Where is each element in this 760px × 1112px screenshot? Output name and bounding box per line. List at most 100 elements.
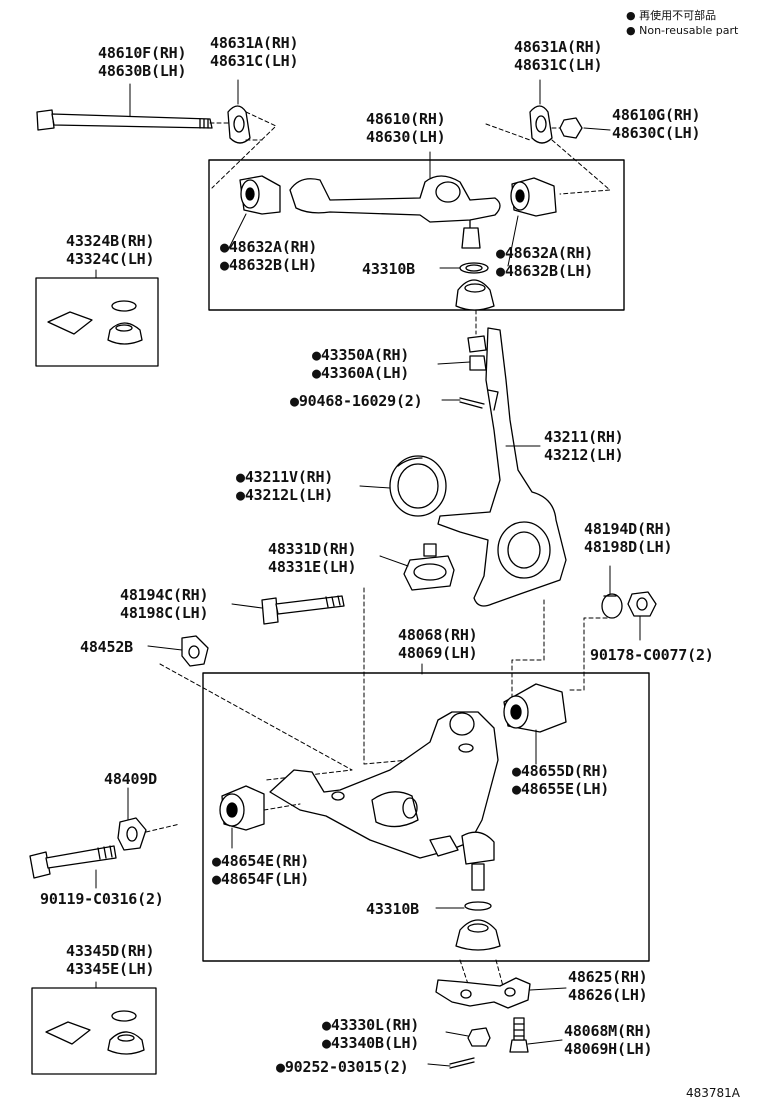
upper-arm-frame <box>208 159 625 311</box>
label-48610g-line2: 48630C(LH) <box>612 124 701 142</box>
label-48654e-line1: ●48654E(RH) <box>212 852 310 870</box>
label-48631a-left-line1: 48631A(RH) <box>210 34 299 52</box>
label-43350a: ●43350A(RH)●43360A(LH) <box>312 346 409 382</box>
label-48409d-line1: 48409D <box>104 770 157 788</box>
label-48655d-line2: ●48655E(LH) <box>512 780 610 798</box>
label-48194d-line2: 48198D(LH) <box>584 538 673 556</box>
legend-text-jp: 再使用不可部品 <box>639 9 717 22</box>
lower-bushing-front-drawing <box>219 785 265 831</box>
label-43330l-line2: ●43340B(LH) <box>322 1034 420 1052</box>
label-48632a-right-line1: ●48632A(RH) <box>496 244 594 262</box>
label-43211-line1: 43211(RH) <box>544 428 624 446</box>
label-48610-line1: 48610(RH) <box>366 110 446 128</box>
label-90252-line1: ●90252-03015(2) <box>276 1058 409 1076</box>
label-48625-line1: 48625(RH) <box>568 968 648 986</box>
label-43324b-line1: 43324B(RH) <box>66 232 155 250</box>
label-48331d: 48331D(RH)48331E(LH) <box>268 540 357 576</box>
label-43350a-line1: ●43350A(RH) <box>312 346 410 364</box>
bolt-48068m-drawing <box>509 1017 529 1053</box>
label-48452b: 48452B <box>80 638 133 656</box>
lower-bushing-rear-drawing <box>503 683 567 733</box>
upper-bushing-left-drawing <box>239 175 281 215</box>
legend-line-jp: ● 再使用不可部品 <box>626 8 738 23</box>
label-90468: ●90468-16029(2) <box>290 392 423 410</box>
label-48194c-line2: 48198C(LH) <box>120 604 209 622</box>
legend-text-en: Non-reusable part <box>639 24 739 37</box>
label-48625-line2: 48626(LH) <box>568 986 648 1004</box>
label-48632a-left: ●48632A(RH)●48632B(LH) <box>220 238 317 274</box>
upper-boot-kit-frame <box>35 269 159 367</box>
upper-arm-drawing <box>289 175 501 236</box>
knuckle-dashed-leaders <box>159 587 615 781</box>
label-43345d-line1: 43345D(RH) <box>66 942 155 960</box>
label-90252: ●90252-03015(2) <box>276 1058 409 1076</box>
cotter-pin-drawing <box>459 397 485 409</box>
label-48654e-line2: ●48654F(LH) <box>212 870 310 888</box>
label-48610f-line1: 48610F(RH) <box>98 44 187 62</box>
upper-arm-bolt-drawing <box>36 109 213 131</box>
dust-seal-drawing <box>389 455 447 517</box>
steering-knuckle-drawing <box>437 327 567 607</box>
label-leader-lines <box>95 79 641 1067</box>
label-43345d: 43345D(RH)43345E(LH) <box>66 942 155 978</box>
label-48068m: 48068M(RH)48069H(LH) <box>564 1022 653 1058</box>
label-90178-line1: 90178-C0077(2) <box>590 646 714 664</box>
label-48068m-line2: 48069H(LH) <box>564 1040 653 1058</box>
lower-arm-drawing <box>269 711 499 859</box>
castle-nut-drawing <box>467 335 487 371</box>
label-48068-line2: 48069(LH) <box>398 644 478 662</box>
label-48610g: 48610G(RH)48630C(LH) <box>612 106 701 142</box>
label-48194d-line1: 48194D(RH) <box>584 520 673 538</box>
upper-cam-plate-right-drawing <box>529 105 553 144</box>
label-48610f-line2: 48630B(LH) <box>98 62 187 80</box>
label-43324b-line2: 43324C(LH) <box>66 250 155 268</box>
label-90119-line1: 90119-C0316(2) <box>40 890 164 908</box>
label-48409d: 48409D <box>104 770 157 788</box>
legend-bullet-icon: ● <box>626 24 636 37</box>
lower-dashed-leaders <box>145 803 505 991</box>
lower-ball-joint-drawing <box>455 831 501 951</box>
label-43310b-lower-line1: 43310B <box>366 900 419 918</box>
bump-stopper-drawing <box>403 543 455 591</box>
lower-boot-kit-frame <box>31 981 157 1075</box>
lower-arm-frame <box>202 672 650 962</box>
cam-bolt-lower-drawing <box>29 845 117 879</box>
washer-48194d-drawing <box>601 593 623 619</box>
figure-id: 483781A <box>686 1086 741 1100</box>
legend-line-en: ● Non-reusable part <box>626 23 738 38</box>
label-48632a-left-line1: ●48632A(RH) <box>220 238 318 256</box>
label-48625: 48625(RH)48626(LH) <box>568 968 648 1004</box>
label-48610-line2: 48630(LH) <box>366 128 446 146</box>
label-43211: 43211(RH)43212(LH) <box>544 428 624 464</box>
label-43350a-line2: ●43360A(LH) <box>312 364 410 382</box>
label-48654e: ●48654E(RH)●48654F(LH) <box>212 852 309 888</box>
label-90119: 90119-C0316(2) <box>40 890 164 908</box>
label-48631a-right-line2: 48631C(LH) <box>514 56 603 74</box>
cam-bolt-upper-drawing <box>261 595 345 625</box>
upper-bushing-right-drawing <box>510 177 557 217</box>
label-43211v: ●43211V(RH)●43212L(LH) <box>236 468 333 504</box>
nut-90178-drawing <box>627 591 657 617</box>
label-43330l-line1: ●43330L(RH) <box>322 1016 420 1034</box>
label-43324b: 43324B(RH)43324C(LH) <box>66 232 155 268</box>
label-48655d-line1: ●48655D(RH) <box>512 762 610 780</box>
label-48631a-left-line2: 48631C(LH) <box>210 52 299 70</box>
label-43211-line2: 43212(LH) <box>544 446 624 464</box>
label-48331d-line2: 48331E(LH) <box>268 558 357 576</box>
label-48610: 48610(RH)48630(LH) <box>366 110 446 146</box>
label-48632a-right: ●48632A(RH)●48632B(LH) <box>496 244 593 280</box>
label-43310b-upper-line1: 43310B <box>362 260 415 278</box>
label-90178: 90178-C0077(2) <box>590 646 714 664</box>
cam-plate-48452b-drawing <box>181 635 209 667</box>
label-43310b-lower: 43310B <box>366 900 419 918</box>
label-43211v-line1: ●43211V(RH) <box>236 468 334 486</box>
label-48631a-right: 48631A(RH)48631C(LH) <box>514 38 603 74</box>
label-48068-line1: 48068(RH) <box>398 626 478 644</box>
label-90468-line1: ●90468-16029(2) <box>290 392 423 410</box>
label-43211v-line2: ●43212L(LH) <box>236 486 334 504</box>
upper-ball-joint-drawing <box>455 227 495 311</box>
legend: ● 再使用不可部品 ● Non-reusable part <box>626 8 738 38</box>
label-48655d: ●48655D(RH)●48655E(LH) <box>512 762 609 798</box>
label-48631a-right-line1: 48631A(RH) <box>514 38 603 56</box>
